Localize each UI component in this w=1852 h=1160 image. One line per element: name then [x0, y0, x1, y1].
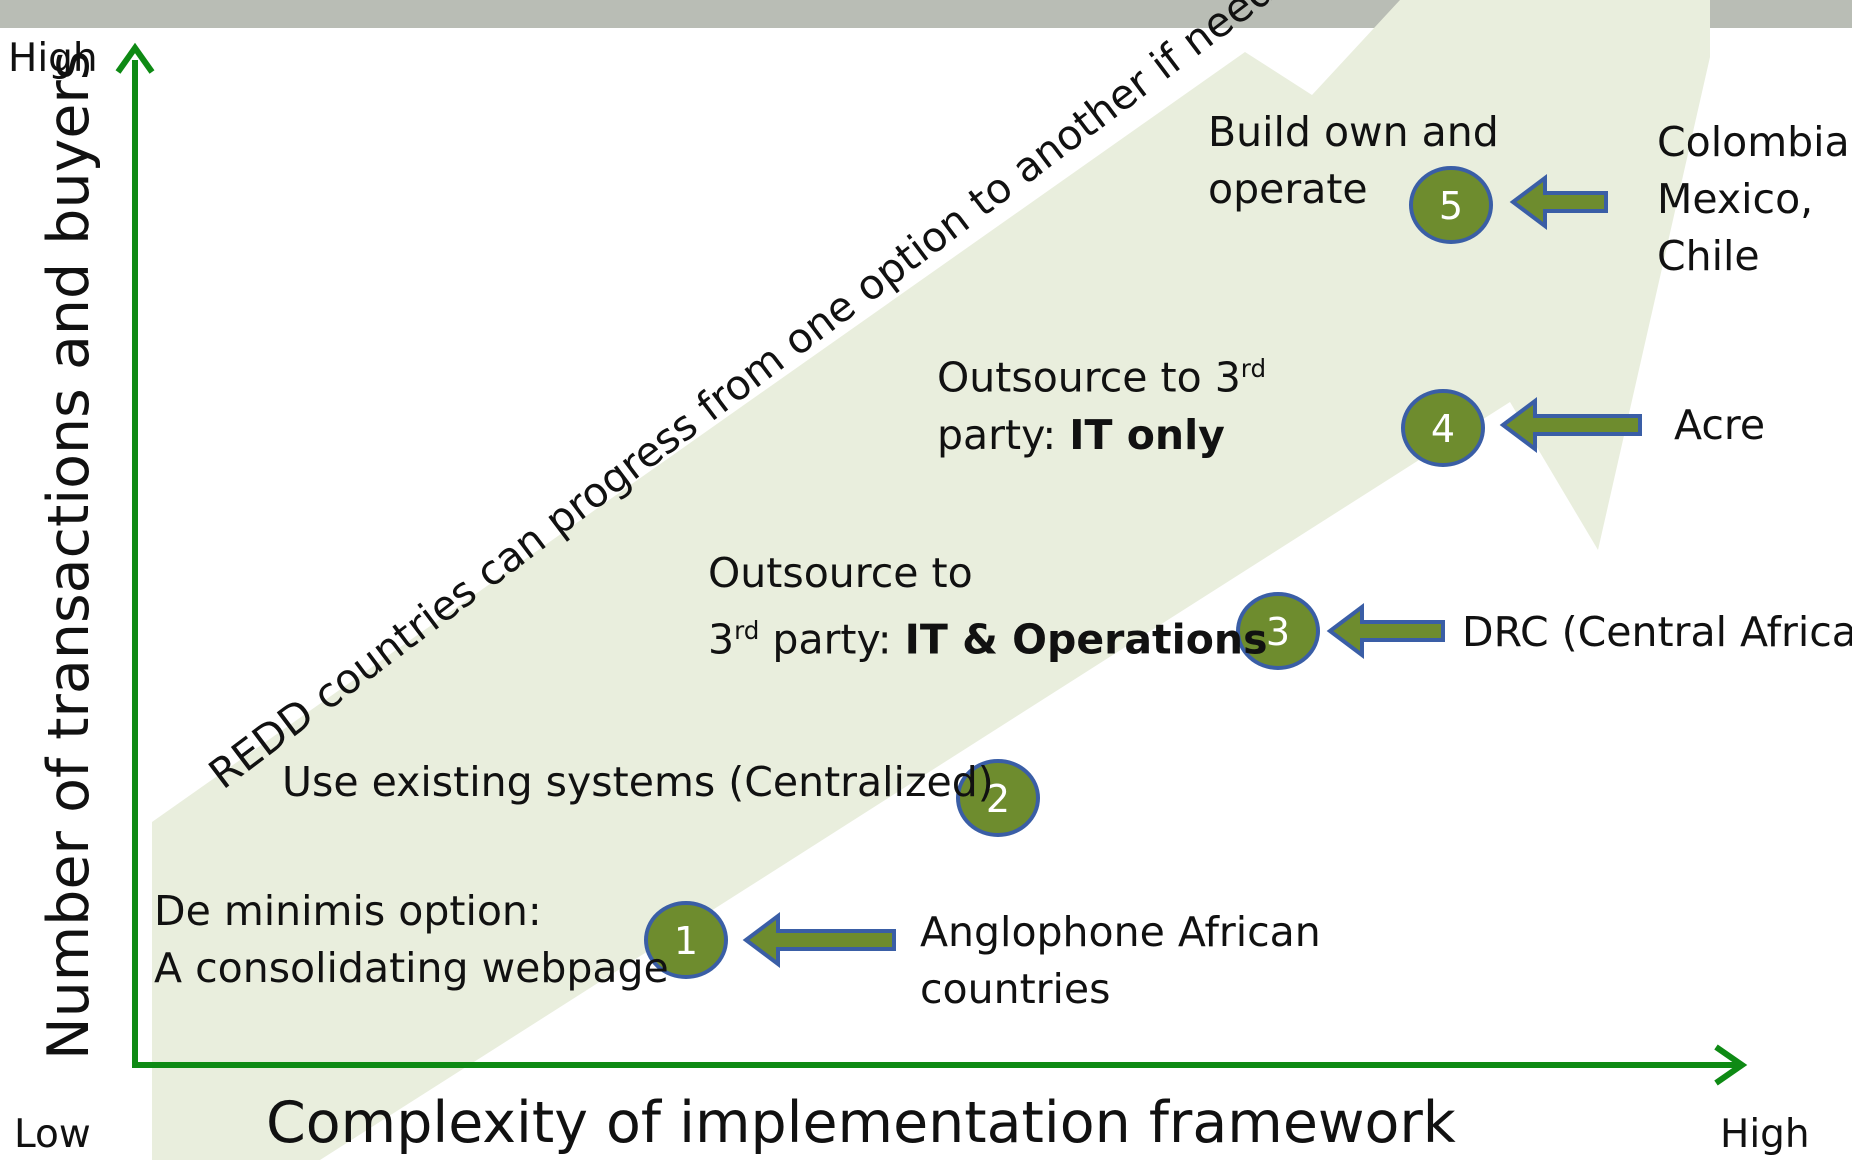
option-number-2: 2 [986, 777, 1010, 821]
example-3-line1: DRC (Central Africa) [1462, 608, 1852, 656]
option-3-line2: 3rd party: IT & Operations [708, 615, 1268, 664]
option-4-line2: party: IT only [937, 410, 1225, 459]
option-circle-5: 5 [1409, 166, 1493, 244]
option-circle-1: 1 [644, 901, 728, 979]
pointer-arrow-1 [742, 912, 896, 968]
example-5-line3: Chile [1657, 232, 1760, 280]
option-4-label: Outsource to 3rd party: IT only [937, 340, 1266, 464]
example-4-line1: Acre [1674, 401, 1766, 449]
option-4-line1: Outsource to 3rd [937, 353, 1267, 402]
option-circle-2: 2 [956, 759, 1040, 837]
option-number-3: 3 [1266, 610, 1290, 654]
x-axis [132, 1044, 1748, 1086]
pointer-arrow-5 [1509, 174, 1608, 230]
option-3-label: Outsource to 3rd party: IT & Operations [708, 545, 1267, 669]
pointer-arrow-3 [1326, 603, 1445, 659]
y-axis-high-label: High [8, 36, 98, 81]
option-1-label: De minimis option: A consolidating webpa… [154, 883, 669, 997]
y-axis [115, 42, 155, 1065]
example-1-line2: countries [920, 965, 1111, 1013]
x-axis-title: Complexity of implementation framework [266, 1090, 1456, 1156]
option-5-line2: operate [1208, 165, 1368, 213]
option-5-label: Build own and operate [1208, 104, 1499, 218]
example-5-line2: Mexico, [1657, 175, 1814, 223]
example-1-line1: Anglophone African [920, 908, 1321, 956]
option-circle-3: 3 [1236, 592, 1320, 670]
low-label: Low [14, 1112, 91, 1157]
example-option-1: Anglophone African countries [920, 904, 1321, 1018]
x-axis-high-label: High [1720, 1112, 1810, 1157]
option-2-label: Use existing systems (Centralized) [282, 754, 994, 811]
option-3-line1: Outsource to [708, 549, 973, 597]
option-number-1: 1 [674, 919, 698, 963]
example-5-line1: Colombia [1657, 118, 1850, 166]
example-option-4: Acre [1674, 397, 1765, 454]
example-option-3: DRC (Central Africa) [1462, 604, 1852, 661]
option-1-line2: A consolidating webpage [154, 944, 669, 992]
option-5-line1: Build own and [1208, 108, 1499, 156]
progression-band [152, 0, 1710, 1160]
y-axis-title: Number of transactions and buyers [36, 50, 102, 1060]
option-2-line1: Use existing systems (Centralized) [282, 758, 994, 806]
example-option-5: Colombia Mexico, Chile [1657, 114, 1850, 285]
option-circle-4: 4 [1401, 389, 1485, 467]
option-number-5: 5 [1439, 184, 1463, 228]
option-number-4: 4 [1431, 407, 1455, 451]
option-1-line1: De minimis option: [154, 887, 542, 935]
pointer-arrow-4 [1499, 397, 1642, 453]
